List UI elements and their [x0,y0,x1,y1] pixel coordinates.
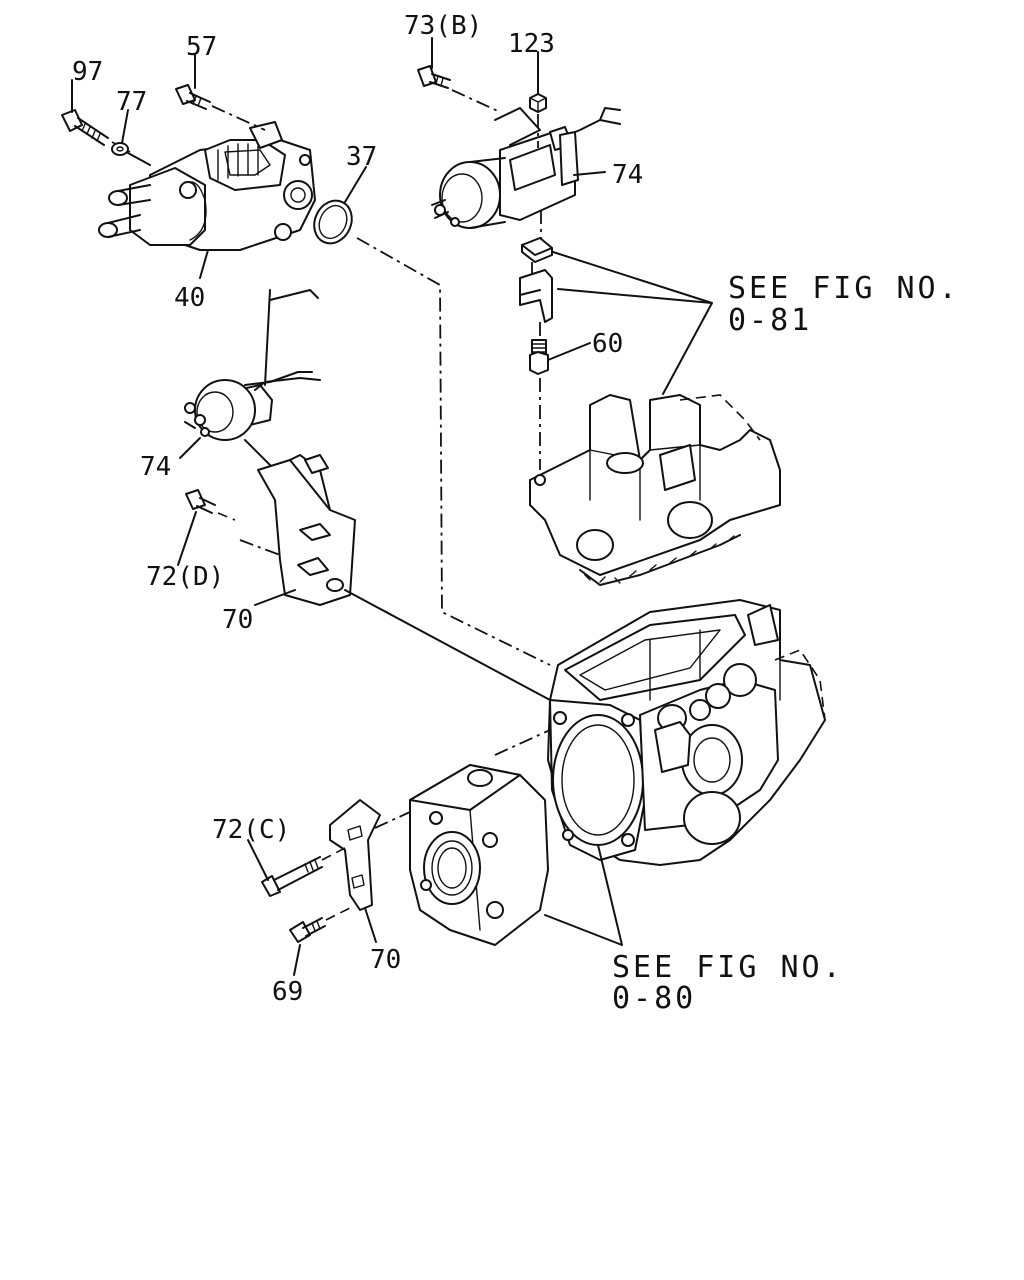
label-69: 69 [272,977,303,1007]
flange-center-line [494,729,551,756]
bracket-leader [344,589,551,701]
label-72c: 72(C) [212,815,290,845]
label-73b: 73(B) [404,11,482,41]
ref-leader-080 [544,844,623,946]
bracket-70-mid [257,454,356,606]
label-40: 40 [174,283,205,313]
o-ring-37 [313,199,353,245]
bolt-72c [261,847,346,897]
label-77: 77 [116,87,147,117]
label-70-mid: 70 [222,605,253,635]
o-ring-center-line [356,237,551,666]
vacuum-actuator-left [184,289,321,471]
clip [521,237,553,263]
bolt-73b [417,65,501,113]
label-74-top: 74 [612,160,643,190]
label-74-left: 74 [140,452,171,482]
label-97: 97 [72,57,103,87]
label-72d: 72(D) [146,562,224,592]
label-leaders [71,37,606,976]
label-70-low: 70 [370,945,401,975]
label-60: 60 [592,329,623,359]
washer-77 [111,142,151,166]
see-fig-081-line1: SEE FIG NO. [728,271,960,306]
see-fig-081-line2: 0-81 [728,303,812,338]
ref-leader-081 [552,251,713,395]
vacuum-actuator-top [431,107,621,229]
throttle-upper-housing [529,394,781,586]
screw-69 [289,907,351,943]
bolt-60 [529,339,549,375]
label-37: 37 [346,142,377,172]
throttle-body [547,599,826,866]
see-fig-080-line1: SEE FIG NO. [612,950,844,985]
idle-air-control-valve [98,121,316,251]
bolt-72d [185,489,281,556]
label-57: 57 [186,32,217,62]
see-fig-080-line2: 0-80 [612,981,696,1016]
screw-57 [175,84,266,131]
small-bracket [519,269,553,323]
label-123: 123 [508,29,555,59]
throttle-adapter-flange [409,764,549,946]
bracket-70-low [329,799,411,911]
